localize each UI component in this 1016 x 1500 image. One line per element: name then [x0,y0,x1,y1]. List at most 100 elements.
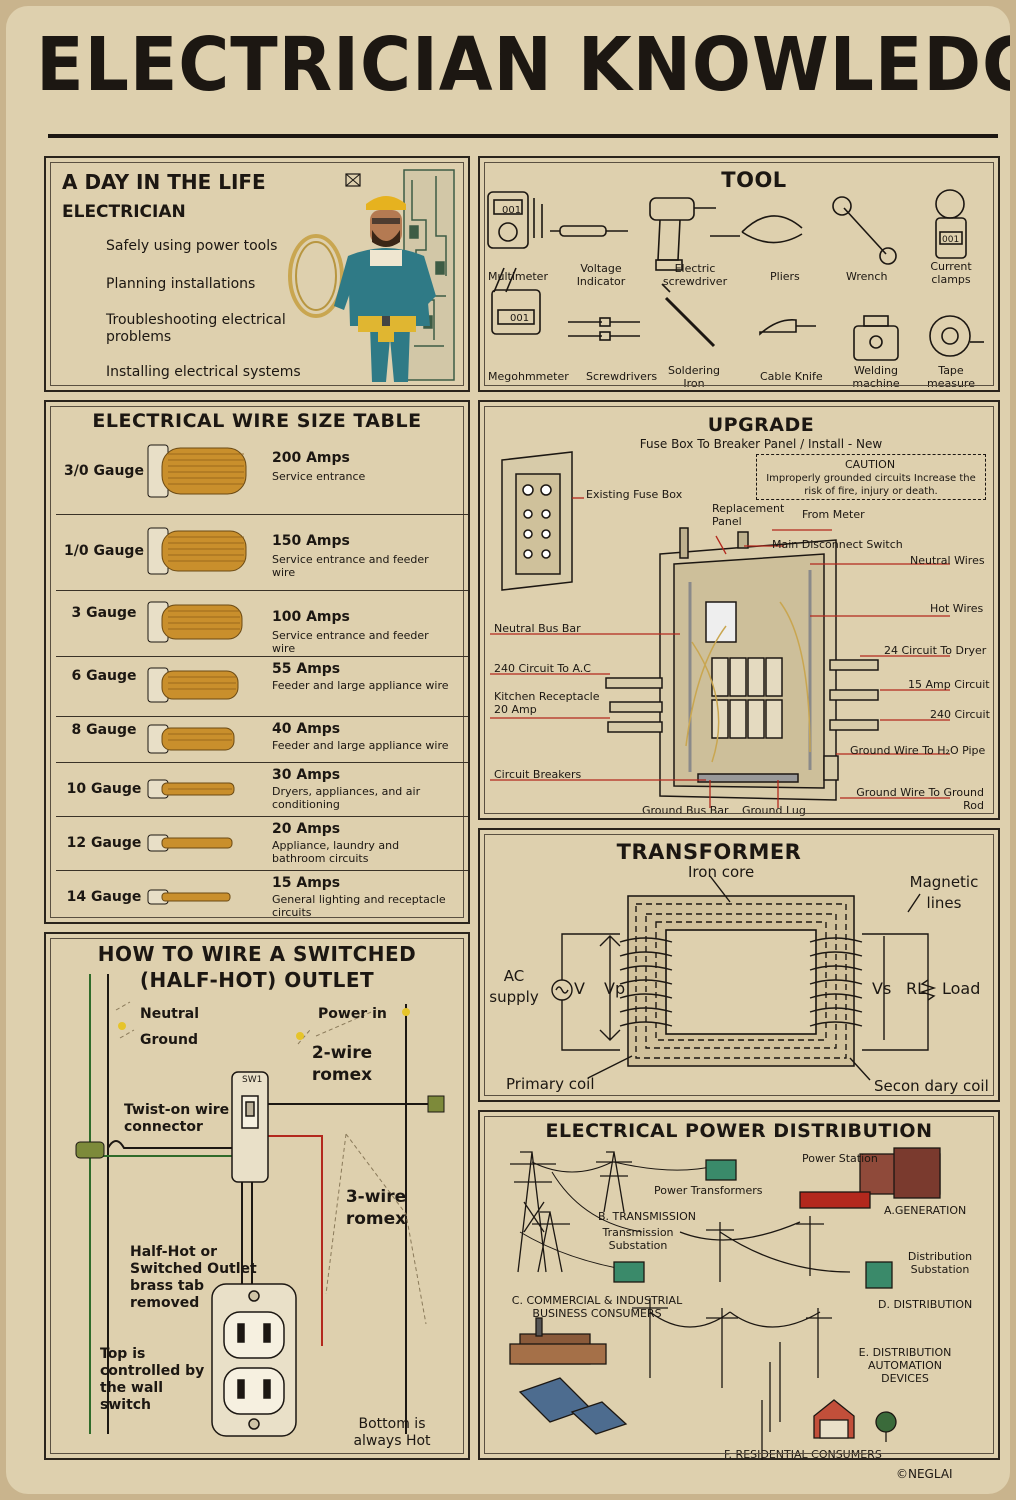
power-station-label: Power Station [802,1152,878,1165]
megohmmeter-label: Megohmmeter [488,370,569,383]
switched-heading-2: (HALF-HOT) OUTLET [139,968,375,992]
wrench-icon [832,196,897,265]
house-icon [813,1399,855,1439]
three-wire-label: 3-wire romex [345,1187,407,1229]
wire-amps: 30 Amps [272,767,341,783]
title-rule [48,134,998,138]
wire-cable-icon [147,834,233,852]
day-item-4: Installing electrical systems [106,364,301,380]
ground-rod-label: Ground Wire To Ground Rod [856,786,984,812]
day-item-1: Safely using power tools [106,238,278,254]
circuit240-label: 240 Circuit [930,708,990,721]
day-item-3: Troubleshooting electrical problems [106,312,286,345]
existing-fuse-box-label: Existing Fuse Box [586,488,683,501]
transformer-diagram [551,875,937,1081]
multimeter-label: Multimeter [488,270,548,283]
fuse-box-icon [501,451,573,591]
wire-use: Feeder and large appliance wire [272,739,449,752]
circuit-ac-label: 240 Circuit To A.C [494,662,591,675]
hot-wires-label: Hot Wires [930,602,984,615]
transmission-tower-icon-3 [532,1211,570,1273]
poster: Electrician Knowledge A DAY IN THE LIFE … [6,6,1010,1494]
voltage-indicator-icon [550,225,628,237]
wire-amps: 15 Amps [272,875,341,891]
envelope-icon [345,173,361,187]
vp-label: Vp [604,979,626,998]
wire-amps: 40 Amps [272,721,341,737]
bottom-hot-label: Bottom is always Hot [353,1416,431,1449]
transformer-heading: TRANSFORMER [616,840,802,864]
upgrade-subheading: Fuse Box To Breaker Panel / Install - Ne… [639,437,883,451]
commercial-label: C. COMMERCIAL & INDUSTRIAL BUSINESS CONS… [511,1294,683,1320]
poster-title: Electrician Knowledge [36,22,1010,108]
breaker-panel-icon [605,527,879,801]
switched-outlet-panel: HOW TO WIRE A SWITCHED (HALF-HOT) OUTLET [44,932,470,1460]
vs-label: Vs [872,979,892,998]
ground-label: Ground [140,1032,198,1048]
wire-size-panel: ELECTRICAL WIRE SIZE TABLE [44,400,470,924]
outlet-icon [211,1283,297,1437]
multimeter-icon [487,191,543,249]
screwdrivers-icon [568,317,640,341]
welding-machine-label: Welding machine [852,364,900,390]
screwdrivers-label: Screwdrivers [586,370,658,383]
two-wire-label: 2-wire romex [311,1043,373,1085]
neutral-bus-bar-label: Neutral Bus Bar [494,622,581,635]
power-in-label: Power in [318,1006,387,1022]
upgrade-panel: UPGRADE Fuse Box To Breaker Panel / Inst… [478,400,1000,820]
day-item-2: Planning installations [106,276,256,292]
current-clamps-icon [935,189,967,259]
multimeter-readout: 001 [502,205,522,216]
tool-icons [487,189,984,361]
solar-panels-icon [518,1377,628,1435]
soldering-iron-icon [661,283,716,348]
panel-diagram [490,451,950,808]
caution-box [756,454,986,500]
wire-amps: 100 Amps [272,609,350,625]
tape-measure-icon [929,315,984,357]
secondary-coil-label: Secon dary coil [874,1077,989,1095]
power-transformer-icon [705,1159,737,1181]
ground-h2o-label: Ground Wire To H₂O Pipe [850,744,986,757]
wire-amps: 200 Amps [272,450,350,466]
residential-label: F. RESIDENTIAL CONSUMERS [724,1448,882,1461]
substation-icon [613,1261,893,1289]
transmission-tower-icon [510,1151,556,1273]
leader-lines [490,497,950,808]
transmission-label: B. TRANSMISSION [598,1210,697,1223]
transmission-tower-icon-2 [596,1151,632,1213]
wire-amps: 55 Amps [272,661,341,677]
current-clamps-label: Current clamps [930,260,972,286]
wire-cable-icon [147,527,247,575]
pliers-label: Pliers [770,270,800,283]
wire-use: Service entrance and feeder wire [272,629,429,655]
primary-coil-icon [619,937,673,1027]
power-transformers-label: Power Transformers [654,1184,763,1197]
wire-gauge: 12 Gauge [66,835,142,851]
wire-cable-icon [147,889,231,905]
wire-use: Service entrance and feeder wire [272,553,429,579]
circuit-dryer-label: 24 Circuit To Dryer [884,644,987,657]
wire-use: Feeder and large appliance wire [272,679,449,692]
wire-gauge: 3 Gauge [71,605,137,621]
wire-gauge: 3/0 Gauge [64,463,144,479]
replacement-panel-label: Replacement Panel [712,502,785,528]
wire-use: Service entrance [272,470,366,483]
wire-use: Dryers, appliances, and air conditioning [272,785,421,811]
wire-gauge: 8 Gauge [71,722,137,738]
generation-label: A.GENERATION [884,1204,967,1217]
distribution-panel: ELECTRICAL POWER DISTRIBUTION Power Stat… [478,1110,1000,1461]
kitchen-label: Kitchen Receptacle 20 Amp [494,690,600,716]
v-label: V [574,979,585,998]
tree-icon [875,1411,897,1442]
pliers-icon [710,215,803,244]
tool-heading: TOOL [721,168,787,192]
top-controlled-label: Top is controlled by the wall switch [100,1346,205,1413]
wire-gauge: 10 Gauge [66,781,142,797]
